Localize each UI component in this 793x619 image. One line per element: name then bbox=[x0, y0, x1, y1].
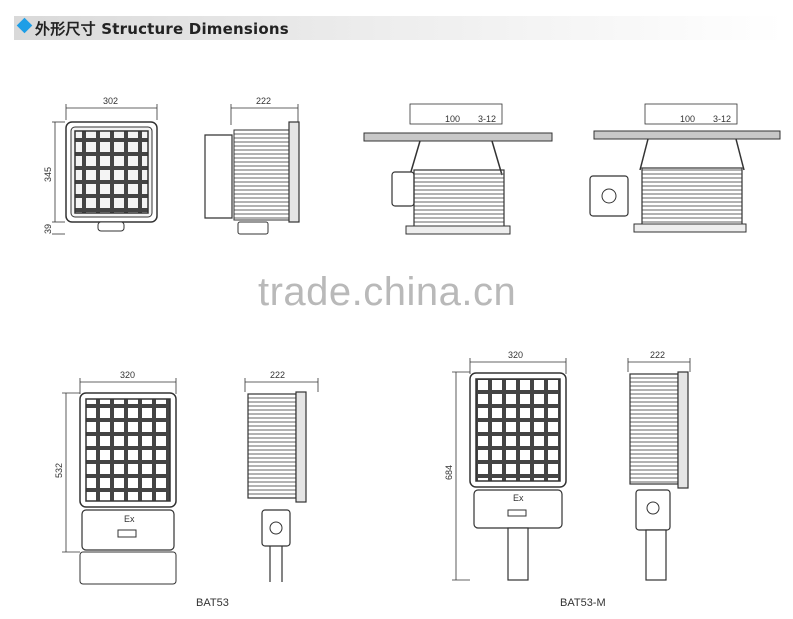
ceiling-mount-a: 100 3-12 bbox=[363, 103, 553, 235]
bat53m-side-view: 222 bbox=[627, 350, 691, 581]
dim-bat53-side-depth: 222 bbox=[270, 370, 285, 380]
ex-mark-bat53: Ex bbox=[124, 514, 135, 524]
caption-bat53: BAT53 bbox=[196, 597, 229, 609]
dim-ceiling-a-range: 3-12 bbox=[478, 114, 496, 124]
section-header: 外形尺寸 Structure Dimensions bbox=[0, 14, 793, 42]
dim-ceiling-a-offset: 100 bbox=[445, 114, 460, 124]
ceiling-mount-b: 100 3-12 bbox=[589, 103, 781, 233]
bat53m-front-view: 320 684 Ex bbox=[444, 350, 567, 581]
caption-bat53m: BAT53-M bbox=[560, 597, 606, 609]
top-front-view: 302 345 39 bbox=[43, 96, 158, 235]
dim-ceiling-b-range: 3-12 bbox=[713, 114, 731, 124]
dim-bat53-height: 532 bbox=[54, 463, 64, 478]
dim-top-side-depth: 222 bbox=[256, 96, 271, 106]
section-title: 外形尺寸 Structure Dimensions bbox=[35, 20, 289, 38]
dim-top-front-bottom: 39 bbox=[43, 224, 53, 234]
header-bar bbox=[14, 16, 784, 40]
dim-bat53m-width: 320 bbox=[508, 350, 523, 360]
dim-top-front-width: 302 bbox=[103, 96, 118, 106]
bat53-front-view: 320 532 Ex bbox=[54, 370, 177, 585]
ex-mark-bat53m: Ex bbox=[513, 493, 524, 503]
dim-bat53m-side-depth: 222 bbox=[650, 350, 665, 360]
top-side-view: 222 bbox=[204, 96, 300, 235]
dim-bat53-width: 320 bbox=[120, 370, 135, 380]
dim-bat53m-height: 684 bbox=[444, 465, 454, 480]
dim-ceiling-b-offset: 100 bbox=[680, 114, 695, 124]
bat53-side-view: 222 bbox=[244, 370, 319, 582]
dim-top-front-height: 345 bbox=[43, 167, 53, 182]
watermark: trade.china.cn bbox=[258, 270, 517, 314]
